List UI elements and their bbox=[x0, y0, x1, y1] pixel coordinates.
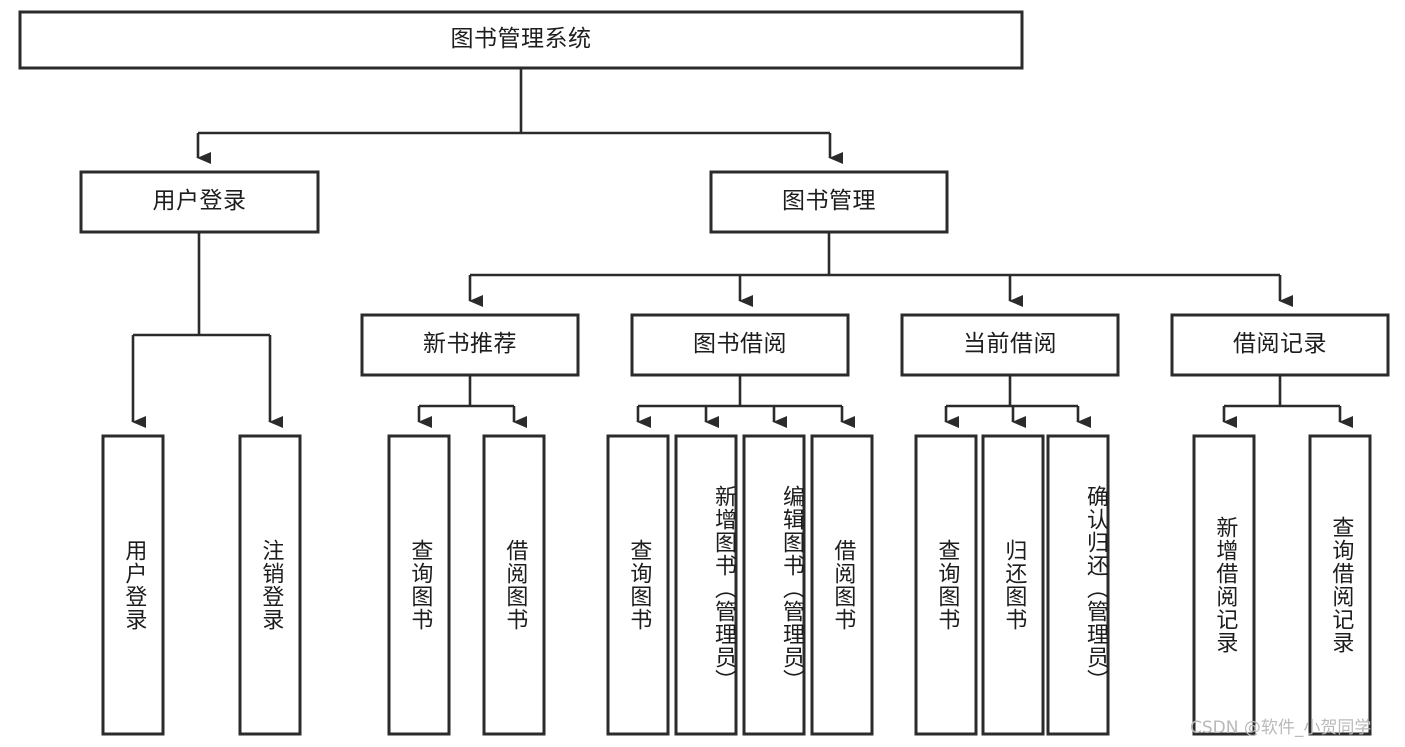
leaf-add-borrow-record-box[interactable] bbox=[1192, 434, 1256, 736]
leaf-add-book-admin-box[interactable] bbox=[674, 434, 738, 736]
leaf-edit-book-admin-box[interactable] bbox=[742, 434, 806, 736]
node-book-borrow-box[interactable] bbox=[630, 313, 850, 377]
node-book-management-box[interactable] bbox=[709, 170, 949, 234]
leaf-borrow-book-2-box[interactable] bbox=[810, 434, 874, 736]
leaf-query-book-1-box[interactable] bbox=[387, 434, 451, 736]
leaf-query-book-2-box[interactable] bbox=[606, 434, 670, 736]
leaf-user-logout-box[interactable] bbox=[238, 434, 302, 736]
node-user-login-box[interactable] bbox=[79, 170, 320, 234]
leaf-confirm-return-admin-box[interactable] bbox=[1046, 434, 1110, 736]
node-current-borrow-box[interactable] bbox=[900, 313, 1120, 377]
leaf-return-book-box[interactable] bbox=[981, 434, 1045, 736]
leaf-user-login-box[interactable] bbox=[101, 434, 165, 736]
node-root-box[interactable] bbox=[18, 10, 1024, 70]
leaf-query-borrow-record-box[interactable] bbox=[1308, 434, 1372, 736]
node-new-book-recommend-box[interactable] bbox=[360, 313, 580, 377]
leaf-query-book-3-box[interactable] bbox=[914, 434, 978, 736]
node-borrow-record-box[interactable] bbox=[1170, 313, 1390, 377]
leaf-borrow-book-1-box[interactable] bbox=[482, 434, 546, 736]
